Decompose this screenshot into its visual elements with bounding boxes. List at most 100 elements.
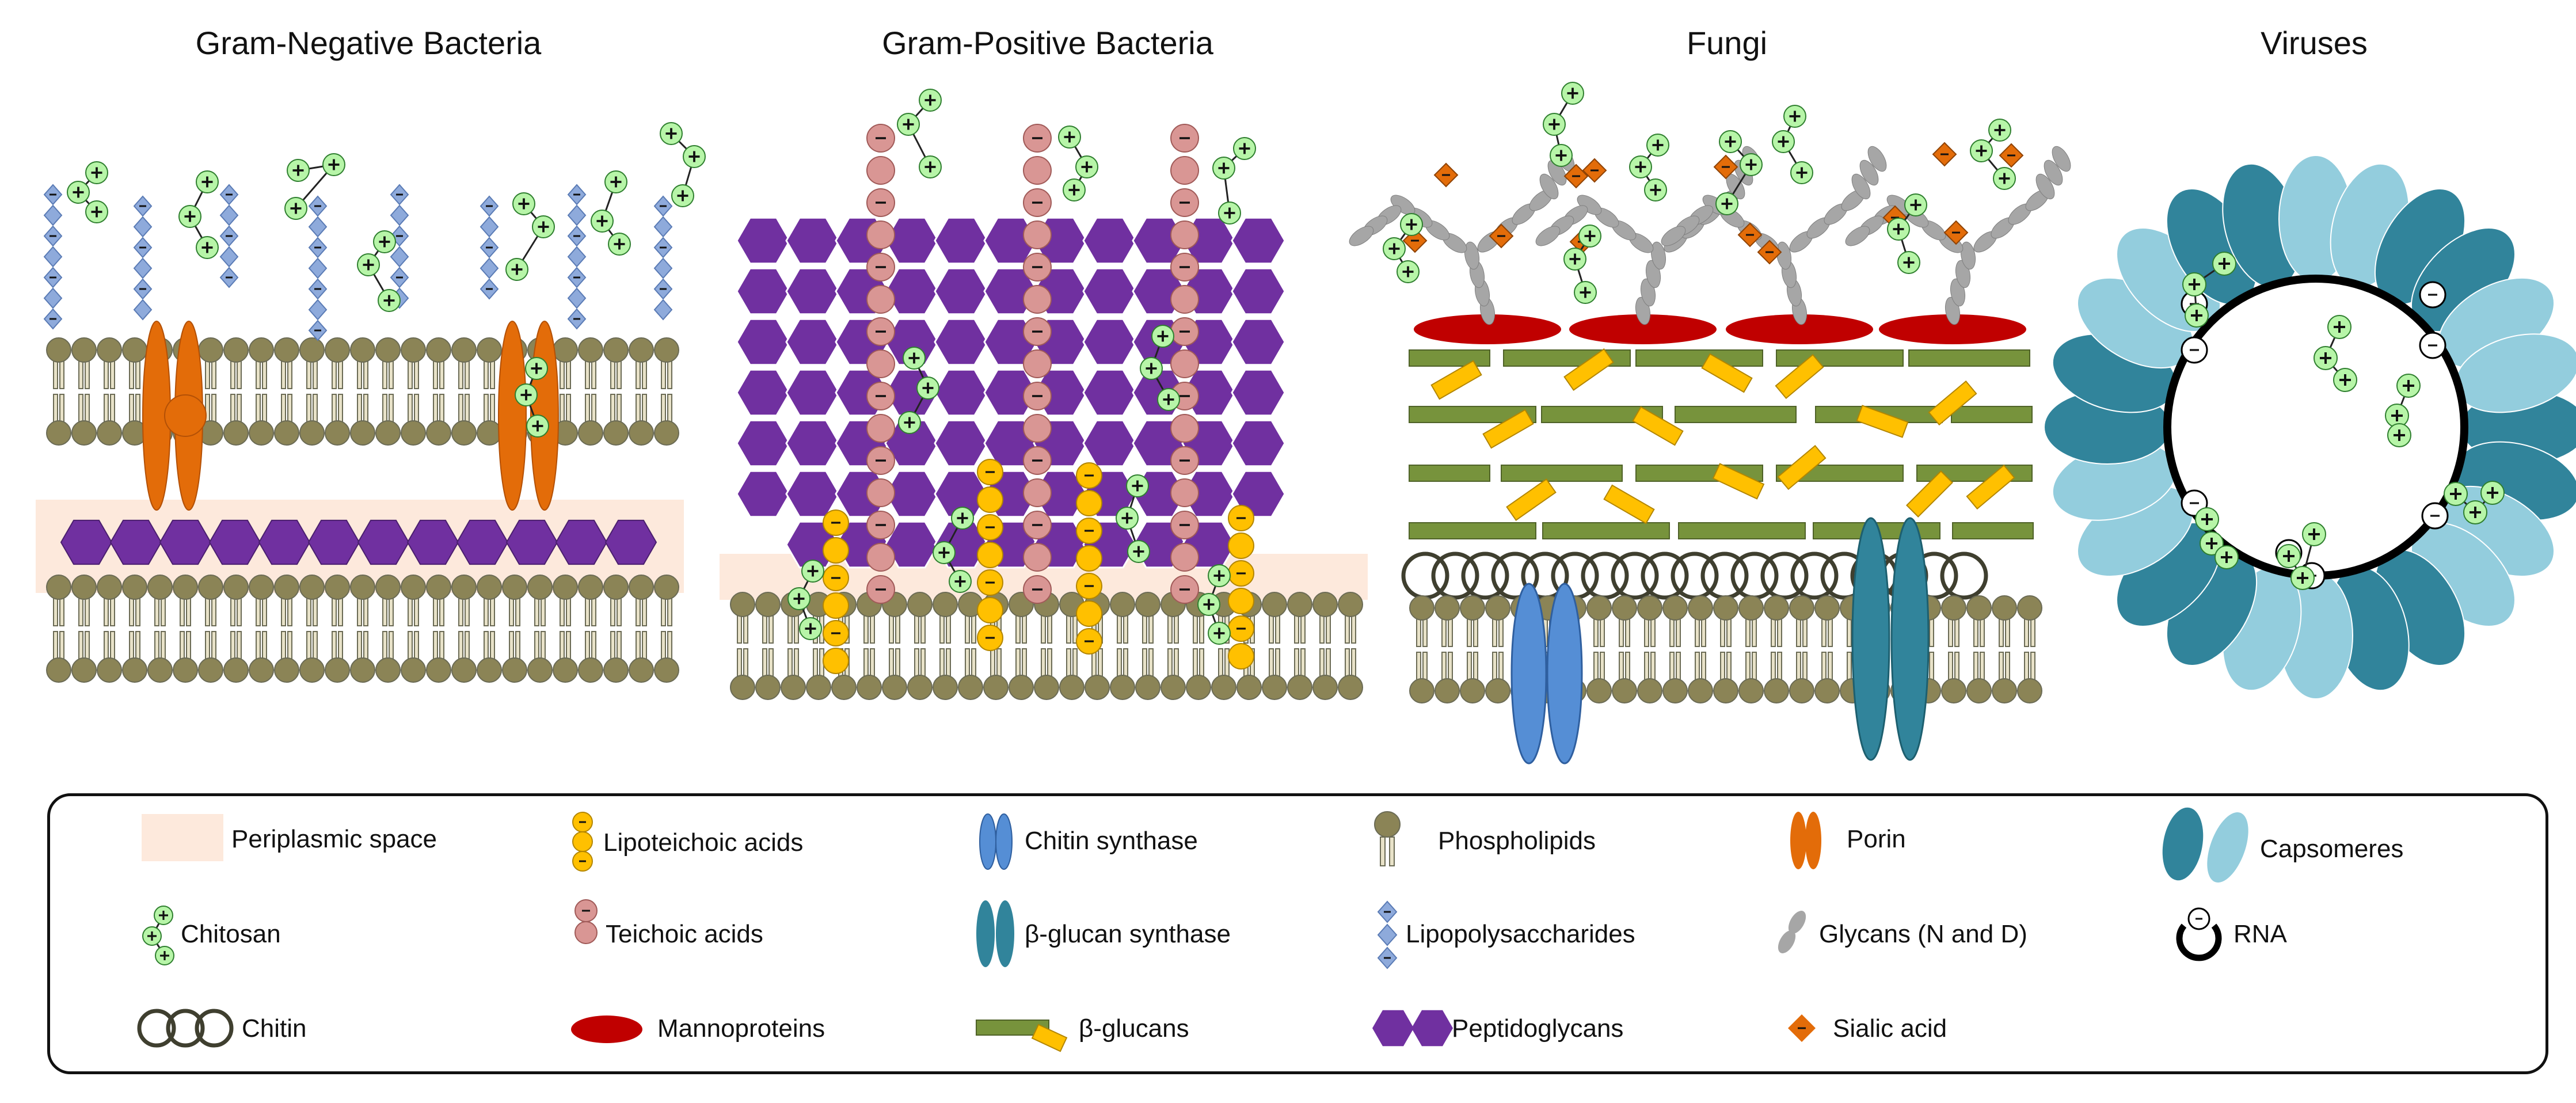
- gram-positive-panel: [720, 89, 1368, 700]
- lipid-tail: [135, 360, 140, 389]
- phospholipid-head: [46, 337, 71, 363]
- peptidoglycan-unit: [785, 368, 840, 417]
- phospholipid-head: [375, 337, 401, 363]
- chitosan-chain: [142, 906, 174, 965]
- lipid-tail: [939, 615, 945, 644]
- chitin-ring: [1491, 552, 1539, 600]
- lipid-tail: [1015, 615, 1021, 644]
- phospholipid-head: [46, 575, 71, 600]
- lipid-tail: [104, 631, 109, 660]
- chitosan-chain: [897, 89, 942, 178]
- lipid-tail: [1294, 648, 1299, 677]
- lipid-tail: [433, 360, 438, 389]
- phospholipid-head: [375, 420, 401, 446]
- phospholipid-head: [274, 420, 299, 446]
- legend-label-beta-glucans: β-glucans: [1079, 1014, 1189, 1043]
- phospholipid-head: [933, 592, 958, 617]
- lipid-tail: [1929, 618, 1934, 647]
- lipid-tail: [1619, 618, 1624, 647]
- phospholipid-head: [553, 575, 578, 600]
- glycan-unit: [1867, 146, 1887, 172]
- phospholipid-head: [1338, 675, 1363, 700]
- lipid-tail: [490, 598, 495, 626]
- lps-unit: [567, 287, 587, 309]
- phospholipid-head: [1789, 595, 1814, 621]
- peptidoglycan-unit: [1082, 216, 1137, 265]
- beta-glucan-strand: [1952, 522, 2034, 539]
- lipid-tail: [465, 360, 470, 389]
- phospholipid-head: [46, 420, 71, 446]
- lipid-tail: [1351, 648, 1356, 677]
- peptidoglycan-unit: [1082, 318, 1137, 366]
- lipid-tail: [1319, 648, 1325, 677]
- lipid-tail: [870, 648, 875, 677]
- lipid-tail: [237, 394, 242, 423]
- lipid-tail: [591, 360, 596, 389]
- lipid-tail: [484, 598, 489, 626]
- legend-icon-chitin-ring: [166, 1009, 205, 1048]
- lipid-tail: [129, 360, 134, 389]
- lipid-tail: [135, 598, 140, 626]
- phospholipid-head: [274, 575, 299, 600]
- chitosan-chain: [2444, 481, 2505, 524]
- lipid-tail: [458, 631, 463, 660]
- phospholipid-head: [730, 592, 755, 617]
- lps-unit: [219, 204, 239, 226]
- phospholipid-head: [325, 575, 350, 600]
- lipid-tail: [262, 631, 267, 660]
- peptidoglycan-unit: [934, 216, 989, 265]
- teichoic-unit: [866, 349, 895, 378]
- peptidoglycan-unit: [1231, 470, 1286, 518]
- lipid-tail: [408, 598, 413, 626]
- legend-icon-chitin-ring: [195, 1009, 234, 1048]
- lipid-tail: [1644, 652, 1649, 680]
- lipid-tail: [1473, 652, 1478, 680]
- lipid-tail: [1326, 615, 1331, 644]
- glycan-unit: [2044, 159, 2063, 186]
- beta-glucan-branch: [1966, 464, 2015, 510]
- lps-unit: [133, 299, 153, 321]
- phospholipid-head: [1966, 595, 1992, 621]
- legend-icon-glycan: [1778, 930, 1796, 953]
- lipid-tail: [414, 631, 419, 660]
- peptidoglycan-unit: [934, 419, 989, 467]
- glycan-unit: [1960, 241, 1976, 270]
- lps-unit: [43, 246, 63, 268]
- lipid-tail: [458, 394, 463, 423]
- lipid-tail: [787, 615, 793, 644]
- phospholipid-head: [578, 575, 603, 600]
- lipid-tail: [1167, 615, 1173, 644]
- lipid-tail: [737, 648, 742, 677]
- virus-panel: [2044, 155, 2576, 699]
- beta-glucan-branch: [1905, 470, 1954, 518]
- lipid-tail: [281, 360, 286, 389]
- phospholipid-head: [1966, 678, 1992, 703]
- lipid-tail: [1066, 648, 1071, 677]
- legend-icon-lps-unit: [1377, 923, 1398, 946]
- legend-label-capsomeres: Capsomeres: [2260, 835, 2404, 863]
- lipid-tail: [205, 360, 210, 389]
- phospholipid-head: [1738, 595, 1764, 621]
- chitosan-chain: [1715, 130, 1763, 215]
- phospholipid-head: [46, 657, 71, 683]
- lps-unit: [308, 299, 328, 321]
- lipid-tail: [1422, 618, 1428, 647]
- phospholipid-head: [1186, 675, 1211, 700]
- lipid-tail: [1752, 618, 1757, 647]
- phospholipid-head: [375, 657, 401, 683]
- teichoic-unit: [1170, 414, 1199, 443]
- beta-glucan-strand: [1951, 406, 2033, 423]
- lipid-tail: [1498, 618, 1504, 647]
- lipid-tail: [889, 615, 894, 644]
- phospholipid-head: [1764, 678, 1789, 703]
- lipid-tail: [256, 394, 261, 423]
- legend-icon-periplasmic-space: [142, 814, 223, 861]
- lipid-tail: [1300, 648, 1306, 677]
- sialic-acid: [1489, 223, 1514, 249]
- teichoic-acid-chain: [1023, 124, 1052, 604]
- lipid-tail: [642, 631, 647, 660]
- lps-chain: [653, 195, 673, 321]
- lipid-tail: [515, 598, 520, 626]
- teichoic-acid-chain: [1170, 124, 1199, 604]
- lipid-tail: [560, 631, 565, 660]
